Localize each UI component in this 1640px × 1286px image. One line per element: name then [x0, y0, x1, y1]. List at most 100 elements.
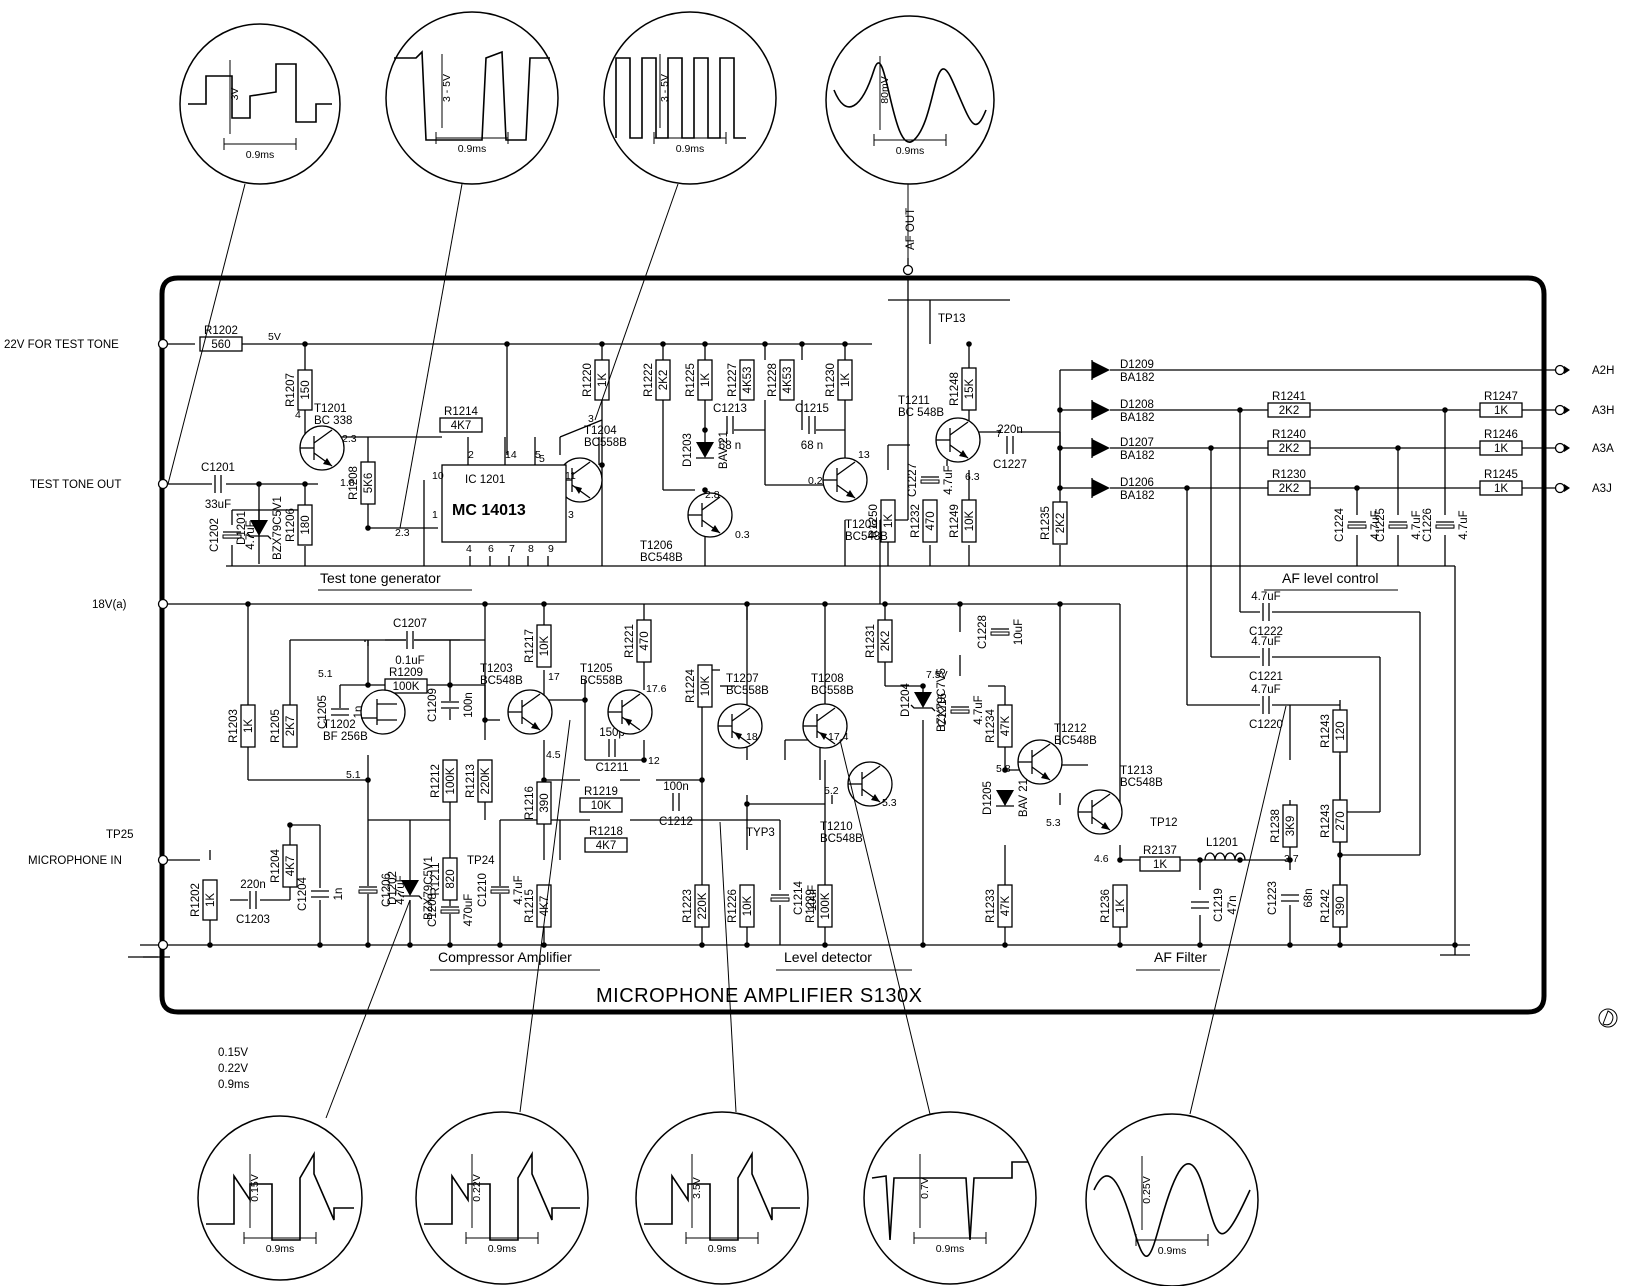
- junction-dot: [842, 341, 848, 347]
- scope-amplitude-label: 80mV: [879, 76, 891, 103]
- section-label-level-detector: Level detector: [784, 949, 872, 965]
- resistor-body: [477, 759, 493, 803]
- junction-dot: [920, 942, 926, 948]
- resistor-ref: R1249: [949, 504, 961, 538]
- resistor-body: [877, 619, 893, 663]
- resistor-value: 100K: [393, 681, 420, 693]
- resistor-value: 2K2: [658, 370, 670, 390]
- resistor-value: 1K: [243, 719, 255, 733]
- resistor-ref: R1243: [1320, 804, 1332, 838]
- resistor-body: [636, 619, 652, 663]
- junction-dot: [1002, 767, 1008, 773]
- resistor-body: [697, 664, 713, 708]
- junction-dot: [497, 942, 503, 948]
- diagram-title: MICROPHONE AMPLIFIER S130X: [596, 985, 922, 1007]
- terminal: [157, 939, 169, 951]
- terminal: [1554, 442, 1566, 454]
- transistor-ref: T1207: [726, 673, 759, 685]
- resistor-ref: R1228: [767, 363, 779, 397]
- cap-polar: [1388, 524, 1408, 529]
- node-voltage: 5V: [268, 331, 281, 343]
- scope-leader-line: [839, 739, 931, 1115]
- cap-value: 4.7uF: [513, 875, 525, 904]
- cap-gap: [672, 793, 680, 811]
- node-voltage: 5.3: [1046, 817, 1061, 829]
- junction-dot: [207, 942, 213, 948]
- junction-dot: [317, 942, 323, 948]
- resistor-value: 47K: [1000, 715, 1012, 736]
- diode-body: [996, 790, 1014, 806]
- cap-ref: C1203: [236, 914, 270, 926]
- ic-pin-number: 9: [548, 543, 554, 555]
- cap-ref: C1205: [317, 695, 329, 729]
- transistor-collector: [521, 693, 541, 708]
- resistor-ref: R1226: [727, 889, 739, 923]
- diode-body: [1092, 439, 1110, 457]
- node-voltage: 13: [858, 449, 870, 461]
- diode-body: [401, 880, 419, 896]
- cap-gap: [249, 891, 257, 909]
- resistor-ref: R1235: [1040, 506, 1052, 540]
- transistor-value: BC558B: [584, 437, 627, 449]
- port-label-af-out: AF OUT: [905, 208, 917, 250]
- section-label-test-tone-generator: Test tone generator: [320, 570, 441, 586]
- transistor-collector: [731, 707, 751, 722]
- resistor-body: [297, 369, 313, 411]
- junction-dot: [256, 481, 262, 487]
- junction-dot: [1337, 942, 1343, 948]
- cap-gap: [1281, 894, 1299, 902]
- resistor-ref: R1208: [348, 466, 360, 500]
- terminal: [1554, 364, 1566, 376]
- resistor-body: [837, 359, 853, 401]
- cap-polar: [990, 631, 1010, 636]
- resistor-ref: R1222: [643, 363, 655, 397]
- diode-value: BZX79C5V1: [272, 496, 284, 560]
- cap-value: 470uF: [463, 894, 475, 927]
- junction-dot: [744, 601, 750, 607]
- transistor-arrow: [531, 722, 540, 730]
- cap-polar: [1347, 524, 1367, 529]
- cap-ref: C1214: [793, 880, 805, 914]
- junction-dot: [641, 757, 647, 763]
- junction-dot: [957, 601, 963, 607]
- diode-bar: [397, 892, 423, 900]
- testpoint-label-tp3: TYP3: [746, 827, 775, 839]
- scope-waveform: [206, 1151, 354, 1241]
- cap-value: 47n: [1227, 895, 1239, 914]
- cap-ref: C1209: [427, 688, 439, 722]
- resistor-body: [240, 704, 256, 748]
- transistor-value: BC548B: [640, 552, 683, 564]
- cap-ref: C1202: [209, 518, 221, 552]
- resistor-value: 47K: [1000, 895, 1012, 916]
- cap-value: 4.7uF: [1251, 591, 1280, 603]
- cap-ref: C1223: [1267, 881, 1279, 915]
- brand-logo-glyph: [1602, 1010, 1614, 1026]
- resistor-value: 100K: [445, 767, 457, 794]
- diode-body: [1092, 401, 1110, 419]
- resistor-body: [360, 461, 376, 505]
- scope-waveform: [424, 1151, 580, 1241]
- resistor-body: [655, 359, 671, 401]
- junction-dot: [245, 601, 251, 607]
- junction-dot: [762, 341, 768, 347]
- diode-value: BA182: [1120, 372, 1155, 384]
- cap-polar: [222, 534, 242, 539]
- junction-dot: [699, 942, 705, 948]
- transistor-arrow: [574, 486, 582, 494]
- node-voltage: 17.4: [828, 731, 849, 743]
